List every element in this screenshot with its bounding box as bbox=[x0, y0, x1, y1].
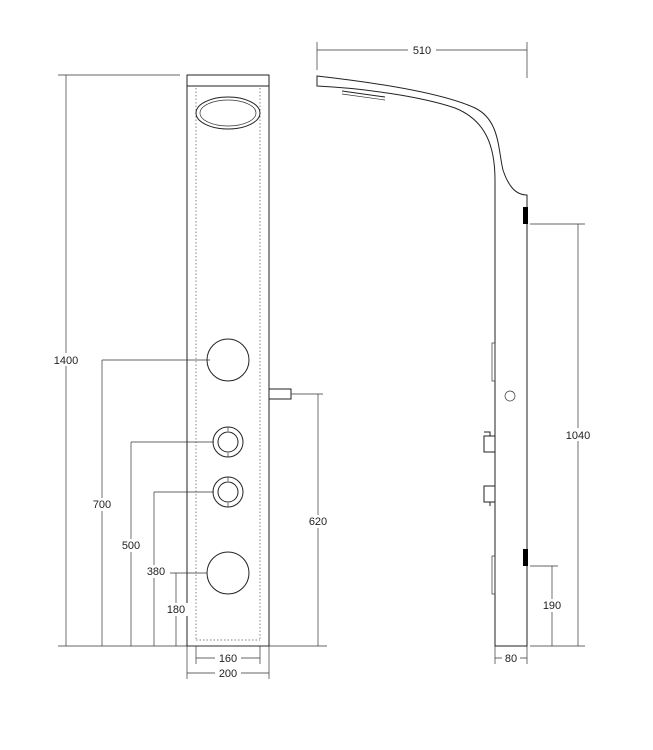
side-knob-upper bbox=[483, 431, 495, 453]
dim-upper-knob-height: 500 bbox=[122, 540, 140, 552]
dim-top-nozzle-height: 700 bbox=[93, 499, 111, 511]
upper-nozzle-circle bbox=[206, 338, 250, 382]
side-nozzle-upper bbox=[491, 342, 496, 382]
head-shower-oval-inner bbox=[199, 99, 257, 127]
side-view: 510 1040 190 80 bbox=[316, 42, 594, 665]
panel-outline bbox=[186, 74, 270, 647]
dim-depth: 80 bbox=[505, 653, 517, 665]
dim-lower-knob-height: 380 bbox=[147, 566, 165, 578]
side-outlet-circle bbox=[504, 390, 516, 402]
lower-knob-inner bbox=[217, 481, 239, 503]
top-bracket bbox=[523, 207, 528, 224]
front-view: 1400 700 500 380 180 620 160 bbox=[48, 74, 330, 680]
dim-inner-width: 160 bbox=[219, 653, 237, 665]
dim-bottom-bracket-height: 190 bbox=[543, 600, 561, 612]
bottom-bracket bbox=[523, 549, 528, 566]
lower-nozzle-circle bbox=[206, 551, 250, 595]
shower-arm-profile bbox=[316, 75, 528, 647]
dim-bracket-span: 1040 bbox=[566, 430, 590, 442]
upper-knob-inner bbox=[217, 431, 239, 453]
head-shower-oval bbox=[195, 96, 261, 130]
side-nozzle-lower bbox=[491, 555, 496, 595]
dim-total-height: 1400 bbox=[54, 355, 78, 367]
dim-bottom-nozzle-height: 180 bbox=[167, 604, 185, 616]
dim-outer-width: 200 bbox=[219, 668, 237, 680]
dim-arm-reach: 510 bbox=[413, 45, 431, 57]
side-knob-lower bbox=[483, 485, 495, 506]
side-outlet bbox=[268, 388, 292, 400]
dim-outlet-height: 620 bbox=[309, 516, 327, 528]
